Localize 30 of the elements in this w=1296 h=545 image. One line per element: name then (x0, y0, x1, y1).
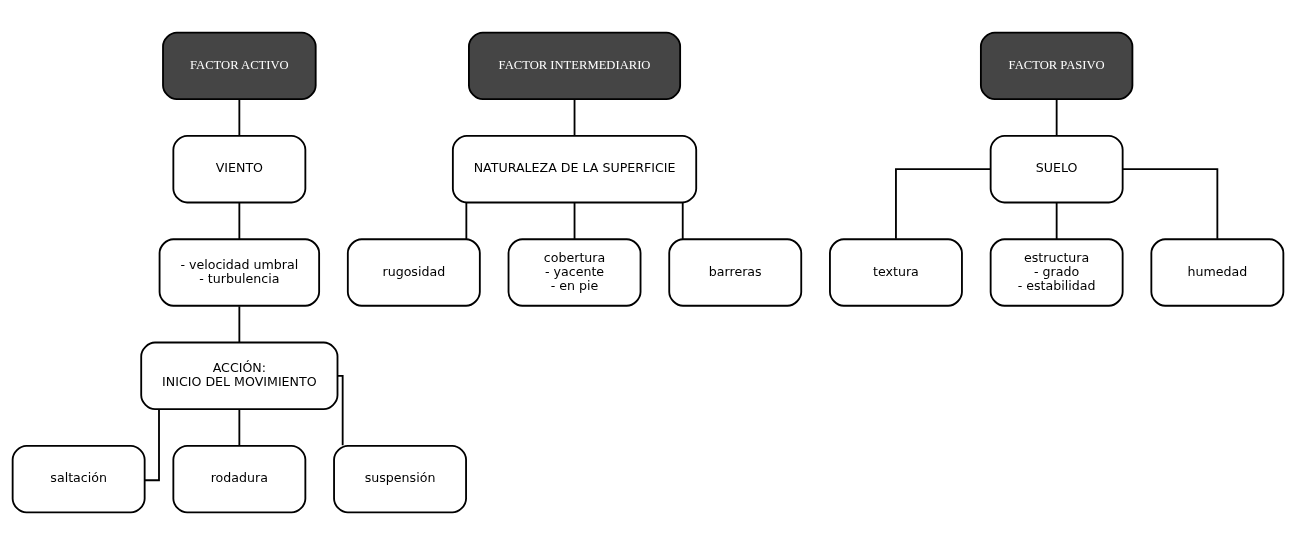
node-box: NATURALEZA DE LA SUPERFICIE (451, 135, 698, 204)
node-box: rodadura (172, 444, 307, 514)
node-box: FACTOR ACTIVO (162, 31, 317, 101)
node-box: textura (829, 238, 963, 307)
node-box: FACTOR PASIVO (979, 31, 1134, 101)
connector (238, 408, 241, 447)
connector (144, 408, 160, 482)
connector (1055, 98, 1058, 137)
node-box: saltación (11, 444, 146, 514)
connector (573, 98, 576, 137)
connector (895, 168, 992, 240)
node-box: FACTOR INTERMEDIARIO (468, 31, 682, 101)
node-box: rugosidad (346, 238, 481, 307)
node-box: SUELO (989, 135, 1124, 204)
node-box: ACCIÓN: INICIO DEL MOVIMIENTO (140, 341, 339, 411)
connector (465, 202, 468, 240)
connector (238, 98, 241, 137)
node-box: VIENTO (172, 135, 307, 204)
connector (238, 202, 241, 240)
node-box: humedad (1150, 238, 1285, 307)
node-box: estructura - grado - estabilidad (989, 238, 1124, 307)
connector (681, 202, 684, 240)
connector (1055, 202, 1058, 240)
connector (573, 202, 576, 240)
node-box: - velocidad umbral - turbulencia (158, 238, 321, 307)
node-box: barreras (668, 238, 803, 307)
connector (1122, 168, 1219, 240)
connector (238, 305, 241, 344)
node-box: suspensión (333, 444, 467, 514)
node-box: cobertura - yacente - en pie (507, 238, 642, 307)
